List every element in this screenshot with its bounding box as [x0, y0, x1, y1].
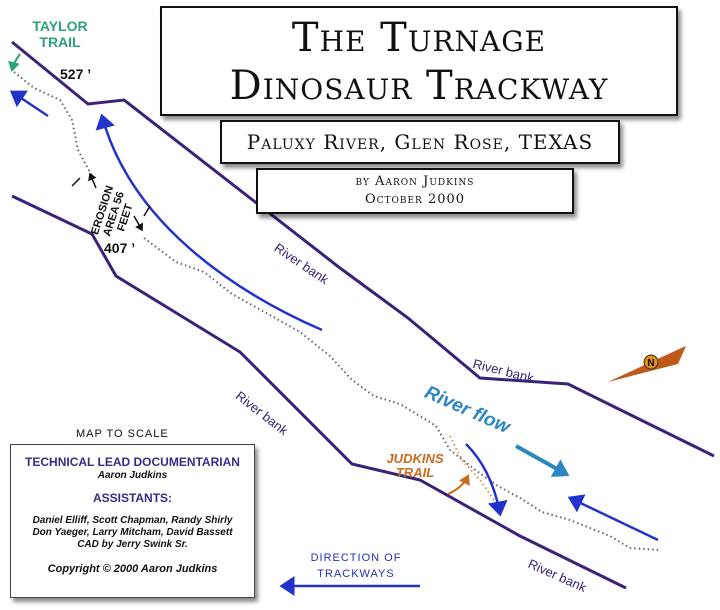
measure-527: 527 ’ — [60, 66, 92, 82]
subtitle-box: Paluxy River, Glen Rose, TEXAS — [220, 120, 620, 164]
north-label: N — [647, 358, 654, 369]
river-flow-arrow — [515, 444, 570, 477]
trackway-upper-dots — [13, 71, 93, 177]
author-box: by Aaron Judkins October 2000 — [256, 168, 574, 214]
author-name: by Aaron Judkins — [355, 174, 475, 189]
direction-of-trackways-label: DIRECTION OF TRACKWAYS — [310, 552, 402, 580]
map-to-scale-label: MAP TO SCALE — [76, 428, 169, 440]
credits-assistants-line-2: Don Yaeger, Larry Mitcham, David Bassett — [32, 527, 233, 538]
credits-assistants-heading: ASSISTANTS: — [92, 491, 173, 505]
erosion-arrow-down — [133, 215, 143, 232]
trackway-arrow-curve — [95, 113, 323, 332]
north-arrow-icon: N — [608, 346, 686, 382]
title-line-1: The Turnage — [291, 15, 547, 61]
trackway-arrow-right — [567, 494, 659, 542]
credits-copyright: Copyright © 2000 Aaron Judkins — [47, 563, 218, 575]
trackway-arrow-judkins — [465, 443, 508, 517]
taylor-trail-label: TAYLOR TRAIL — [32, 18, 88, 50]
author-date: October 2000 — [364, 192, 466, 207]
title-line-2: Dinosaur Trackway — [229, 63, 609, 109]
judkins-trail-label: JUDKINS TRAIL — [386, 451, 444, 480]
judkins-trail-arrow — [447, 474, 470, 495]
credits-lead-name: Aaron Judkins — [97, 470, 168, 481]
credits-assistants-line-1: Daniel Elliff, Scott Chapman, Randy Shir… — [32, 515, 233, 526]
credits-cad: CAD by Jerry Swink Sr. — [77, 539, 188, 550]
erosion-arrow-up — [88, 172, 97, 189]
credits-box: TECHNICAL LEAD DOCUMENTARIAN Aaron Judki… — [10, 444, 255, 598]
trackway-arrow-topleft — [9, 90, 49, 118]
measure-407: 407 ’ — [104, 240, 136, 256]
river-bank-lower — [11, 194, 627, 590]
title-box: The Turnage Dinosaur Trackway — [160, 6, 678, 116]
river-bank-upper — [11, 40, 715, 458]
erosion-tick-top — [71, 177, 81, 187]
taylor-trail-arrow — [8, 53, 21, 72]
erosion-tick-bottom — [143, 205, 151, 217]
credits-heading: TECHNICAL LEAD DOCUMENTARIAN — [25, 455, 240, 469]
